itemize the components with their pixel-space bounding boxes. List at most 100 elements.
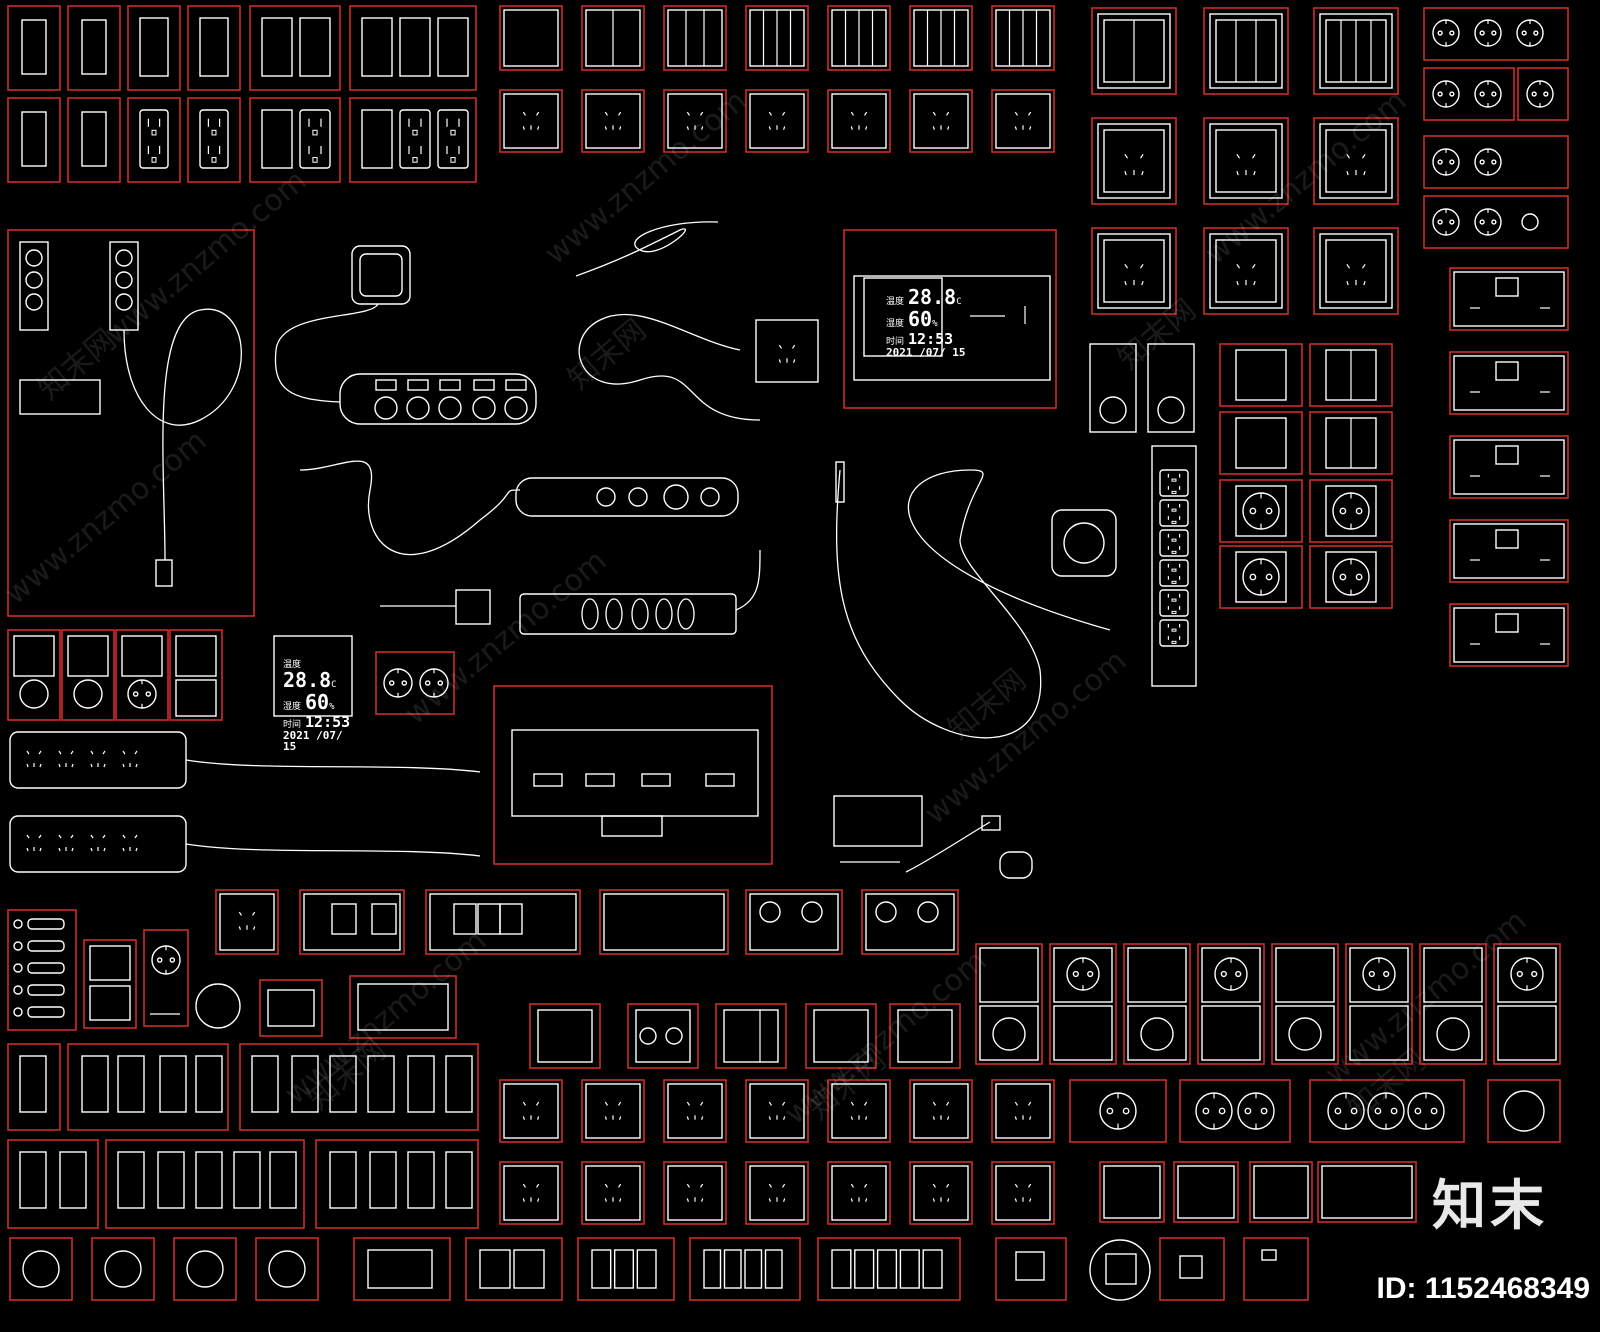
switch-icon bbox=[854, 1249, 875, 1289]
eu-socket-icon bbox=[1072, 970, 1079, 978]
socket-icon bbox=[932, 1116, 935, 1120]
humidity-unit: % bbox=[932, 319, 938, 329]
component-frame bbox=[499, 89, 563, 153]
component-frame bbox=[1309, 1079, 1465, 1143]
component-frame bbox=[1449, 603, 1569, 667]
component-frame bbox=[349, 975, 457, 1039]
socket-icon bbox=[252, 911, 256, 916]
switch-icon bbox=[585, 1165, 641, 1221]
switch-icon bbox=[503, 1165, 559, 1221]
component-frame bbox=[1159, 1237, 1225, 1301]
component-frame bbox=[689, 1237, 801, 1301]
socket-icon bbox=[1157, 396, 1185, 424]
component-frame bbox=[1313, 227, 1399, 315]
component-frame bbox=[499, 5, 563, 71]
outlet-icon bbox=[412, 129, 418, 136]
socket-icon bbox=[992, 1017, 1026, 1051]
socket-icon bbox=[1028, 1183, 1032, 1188]
component-frame bbox=[909, 1079, 973, 1143]
socket-icon bbox=[782, 1101, 786, 1106]
component-frame bbox=[1423, 135, 1569, 189]
socket-icon bbox=[768, 1198, 771, 1202]
cable-icon bbox=[123, 308, 242, 561]
eu-socket-icon bbox=[156, 957, 163, 963]
dial-icon bbox=[22, 1250, 60, 1288]
temp-label: 温度 bbox=[283, 660, 302, 670]
component-frame bbox=[745, 89, 809, 153]
switch-icon bbox=[269, 1151, 297, 1209]
socket-icon bbox=[705, 773, 735, 787]
coax-icon bbox=[639, 1027, 657, 1045]
switch-icon bbox=[1321, 1165, 1413, 1219]
eu-socket-icon bbox=[1479, 159, 1485, 165]
switch-icon bbox=[21, 111, 47, 167]
socket-icon bbox=[783, 1116, 786, 1120]
eu-socket-icon bbox=[1430, 1107, 1438, 1115]
socket-icon bbox=[1362, 263, 1366, 269]
socket-icon bbox=[581, 598, 599, 630]
eu-socket-icon bbox=[1355, 507, 1363, 515]
switch-icon bbox=[1497, 1005, 1557, 1061]
component-frame bbox=[889, 1003, 961, 1069]
socket-icon bbox=[70, 834, 74, 839]
eu-socket-icon bbox=[1531, 91, 1537, 97]
socket-icon bbox=[850, 111, 854, 116]
socket-icon bbox=[58, 834, 62, 839]
temperature-value: 28.8 bbox=[908, 285, 957, 309]
switch-icon bbox=[1201, 1005, 1261, 1061]
switch-icon bbox=[1495, 613, 1519, 633]
socket-icon bbox=[1362, 153, 1366, 159]
switch-icon bbox=[261, 109, 293, 169]
component-frame bbox=[817, 1237, 961, 1301]
component-frame bbox=[493, 685, 773, 865]
component-frame bbox=[1243, 1237, 1309, 1301]
eu-socket-icon bbox=[1449, 91, 1455, 97]
outlet-icon bbox=[1171, 508, 1177, 512]
socket-icon bbox=[686, 1198, 689, 1202]
component-frame bbox=[1091, 7, 1177, 95]
socket-icon bbox=[1346, 171, 1349, 176]
socket-icon bbox=[778, 359, 781, 363]
component-frame bbox=[1309, 545, 1393, 609]
socket-icon bbox=[619, 1116, 622, 1120]
socket-icon bbox=[1028, 1101, 1032, 1106]
eu-socket-icon bbox=[1106, 1107, 1114, 1115]
switch-icon bbox=[723, 1009, 779, 1063]
socket-icon bbox=[1236, 153, 1240, 159]
component-frame bbox=[1309, 411, 1393, 475]
eu-socket-icon bbox=[1521, 30, 1527, 36]
outlet-icon bbox=[211, 157, 217, 163]
socket-icon bbox=[102, 750, 106, 755]
socket-icon bbox=[701, 1116, 704, 1120]
component-frame bbox=[9, 1237, 73, 1301]
switch-icon bbox=[537, 1009, 593, 1063]
eu-socket-icon bbox=[437, 680, 444, 686]
switch-icon bbox=[117, 1055, 145, 1113]
socket-icon bbox=[768, 1183, 772, 1188]
outlet-icon bbox=[1159, 529, 1189, 557]
switch-icon bbox=[1235, 485, 1287, 537]
socket-icon bbox=[39, 847, 42, 852]
led-icon bbox=[13, 1007, 23, 1017]
eu-socket-icon bbox=[1339, 573, 1347, 581]
socket-icon bbox=[1099, 396, 1127, 424]
switch-icon bbox=[667, 1165, 723, 1221]
power-strip-icon bbox=[519, 593, 737, 635]
socket-icon bbox=[1288, 1017, 1322, 1051]
switch-icon bbox=[1319, 233, 1393, 309]
socket-icon bbox=[522, 1116, 525, 1120]
component-frame bbox=[1219, 411, 1303, 475]
component-frame bbox=[599, 889, 729, 955]
component-frame bbox=[909, 1161, 973, 1225]
component-frame bbox=[627, 1003, 699, 1069]
switch-icon bbox=[1453, 523, 1565, 579]
socket-icon bbox=[755, 319, 819, 383]
switch-icon bbox=[369, 1151, 397, 1209]
socket-icon bbox=[700, 1183, 704, 1188]
socket-icon bbox=[1436, 1017, 1470, 1051]
component-frame bbox=[827, 1161, 891, 1225]
socket-icon bbox=[604, 1101, 608, 1106]
component-frame bbox=[1091, 117, 1177, 205]
cable-icon bbox=[185, 759, 481, 773]
